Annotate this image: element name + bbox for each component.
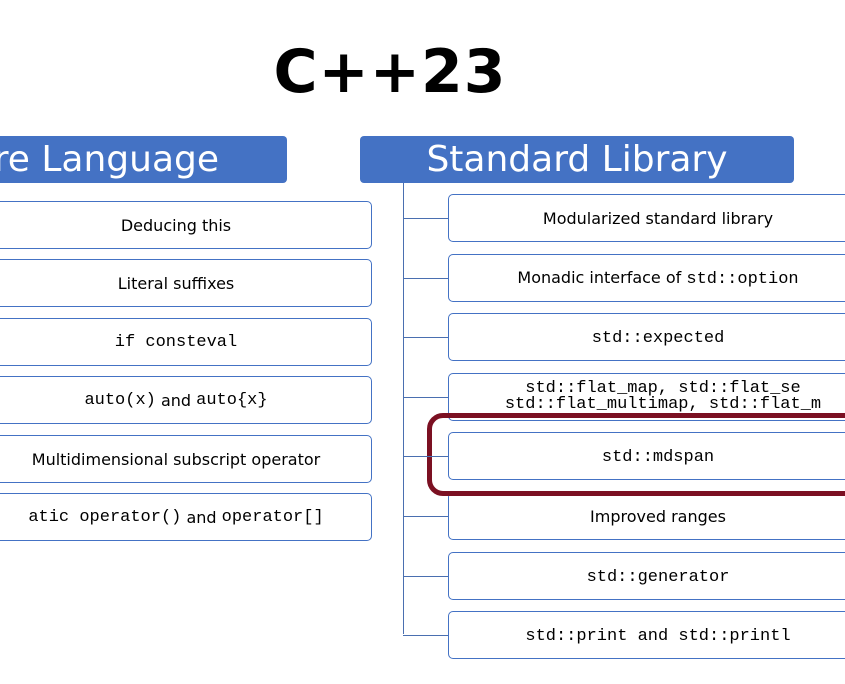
item-text: auto(x)	[84, 390, 156, 410]
item-line: std::flat_map, std::flat_se	[525, 379, 801, 398]
item-line: Modularized standard library	[543, 209, 773, 228]
item-line: std::generator	[587, 566, 730, 587]
core-feature-box: Multidimensional subscript operator	[0, 435, 372, 483]
item-text: std::option	[686, 269, 799, 289]
item-line: std::flat_multimap, std::flat_m	[504, 395, 822, 414]
item-line: std::print and std::printl	[525, 625, 790, 646]
std-feature-box: std::print and std::printl	[448, 611, 845, 659]
core-feature-box: if consteval	[0, 318, 372, 366]
core-feature-box: atic operator() and operator[]	[0, 493, 372, 541]
item-text: std::print and std::printl	[525, 626, 791, 646]
item-text: auto{x}	[196, 390, 268, 410]
std-tree-branch	[403, 397, 448, 398]
item-text: atic operator()	[28, 507, 182, 527]
item-line: std::expected	[592, 327, 725, 348]
item-text: and	[155, 390, 197, 410]
item-line: Improved ranges	[590, 507, 726, 526]
mdspan-highlight-frame	[427, 413, 845, 496]
std-feature-box: std::generator	[448, 552, 845, 600]
item-text: std::flat_map, std::flat_se	[525, 379, 801, 398]
item-text: Deducing this	[120, 215, 232, 235]
item-text: std::expected	[591, 328, 725, 348]
item-line: std::mdspan	[602, 446, 714, 467]
item-text: std::mdspan	[601, 447, 715, 467]
item-text: Modularized standard library	[542, 208, 774, 228]
std-tree-branch	[403, 635, 448, 636]
item-text: if consteval	[114, 332, 238, 352]
item-text: operator[]	[221, 507, 324, 527]
std-feature-box: Modularized standard library	[448, 194, 845, 242]
item-text: and	[181, 507, 222, 527]
std-tree-trunk	[403, 183, 404, 634]
std-feature-box: Improved ranges	[448, 492, 845, 540]
item-text: std::generator	[586, 567, 730, 587]
item-text: Improved ranges	[590, 506, 726, 526]
core-feature-box: Deducing this	[0, 201, 372, 249]
item-text: std::flat_multimap, std::flat_m	[504, 395, 822, 414]
page-title: C++23	[273, 37, 507, 107]
std-tree-branch	[403, 576, 448, 577]
core-language-header-label: re Language	[0, 139, 219, 180]
core-language-header: re Language	[0, 136, 287, 183]
std-tree-branch	[403, 218, 448, 219]
std-feature-box: std::expected	[448, 313, 845, 361]
std-tree-branch	[403, 456, 448, 457]
std-feature-box: Monadic interface of std::option	[448, 254, 845, 302]
std-tree-branch	[403, 516, 448, 517]
standard-library-header-label: Standard Library	[426, 139, 728, 180]
item-text: Multidimensional subscript operator	[31, 449, 321, 469]
std-tree-branch	[403, 278, 448, 279]
item-text: Literal suffixes	[117, 273, 235, 293]
item-line: Monadic interface of std::option	[517, 268, 798, 289]
item-text: Monadic interface of	[517, 267, 687, 287]
core-feature-box: auto(x) and auto{x}	[0, 376, 372, 424]
standard-library-header: Standard Library	[360, 136, 794, 183]
std-feature-box: std::mdspan	[448, 432, 845, 480]
core-feature-box: Literal suffixes	[0, 259, 372, 307]
std-tree-branch	[403, 337, 448, 338]
